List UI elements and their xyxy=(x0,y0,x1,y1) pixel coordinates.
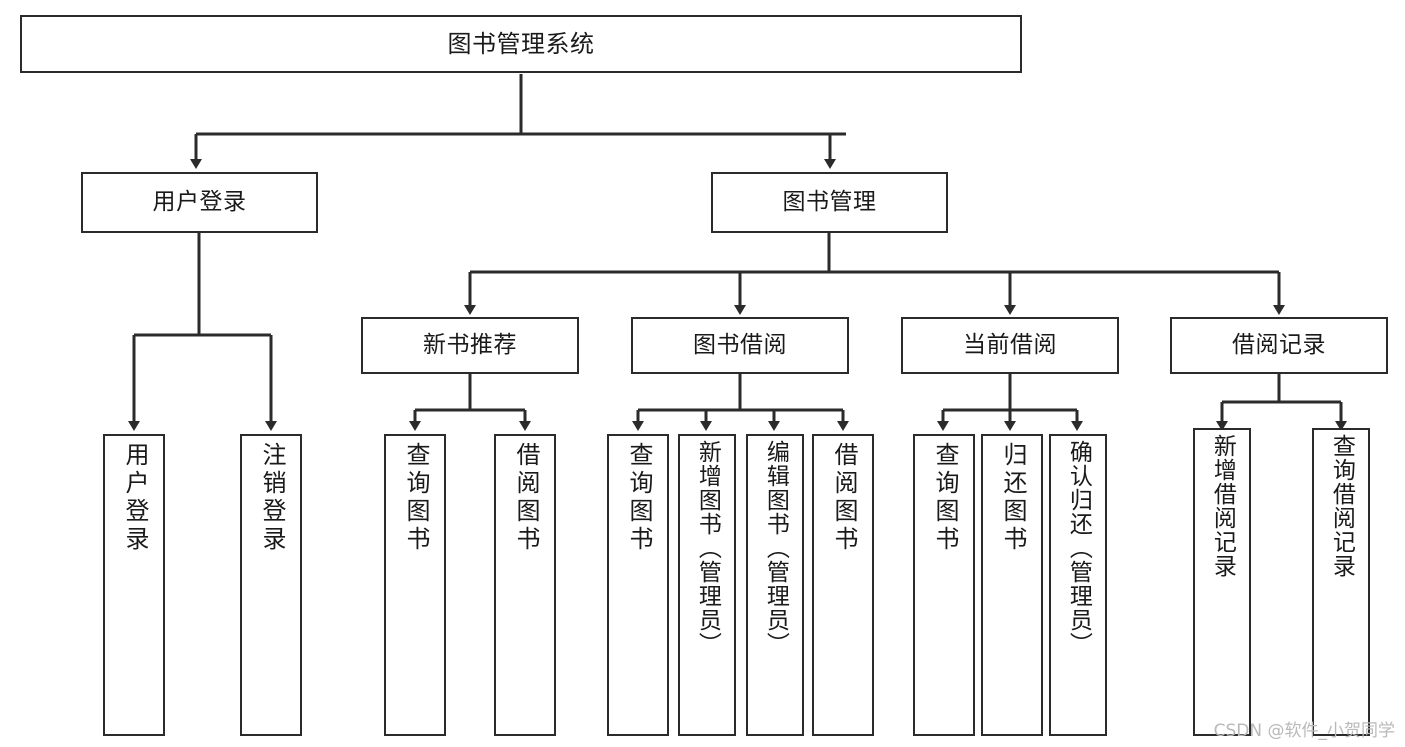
node-current-borrow-label: 当前借阅 xyxy=(963,332,1057,358)
watermark-text: CSDN @软件_小贺同学 xyxy=(1213,721,1395,741)
node-leaf-query-book-2[interactable]: 查询图书 xyxy=(607,434,669,736)
node-book-borrow-label: 图书借阅 xyxy=(693,332,787,358)
node-leaf-return-book[interactable]: 归还图书 xyxy=(981,434,1043,736)
node-leaf-add-record[interactable]: 新增借阅记录 xyxy=(1193,428,1251,736)
node-leaf-query-book-1-label: 查询图书 xyxy=(401,442,430,554)
node-leaf-query-book-3[interactable]: 查询图书 xyxy=(913,434,975,736)
node-leaf-logout[interactable]: 注销登录 xyxy=(240,434,302,736)
node-user-login-label: 用户登录 xyxy=(152,189,247,215)
node-leaf-query-record-label: 查询借阅记录 xyxy=(1328,434,1355,578)
node-root-system-label: 图书管理系统 xyxy=(447,30,595,58)
node-book-management-label: 图书管理 xyxy=(782,189,877,215)
node-leaf-confirm-return-label: 确认归还（管理员） xyxy=(1065,440,1092,656)
node-root-system[interactable]: 图书管理系统 xyxy=(20,15,1022,73)
node-leaf-add-record-label: 新增借阅记录 xyxy=(1209,434,1236,578)
node-leaf-user-login-label: 用户登录 xyxy=(120,442,149,554)
node-leaf-borrow-book-2-label: 借阅图书 xyxy=(829,442,858,554)
node-borrow-record-label: 借阅记录 xyxy=(1232,332,1326,358)
node-new-book-recommend-label: 新书推荐 xyxy=(423,332,517,358)
node-borrow-record[interactable]: 借阅记录 xyxy=(1170,317,1388,374)
node-leaf-query-book-2-label: 查询图书 xyxy=(624,442,653,554)
node-leaf-borrow-book-2[interactable]: 借阅图书 xyxy=(812,434,874,736)
node-leaf-edit-book[interactable]: 编辑图书（管理员） xyxy=(746,434,804,736)
node-leaf-confirm-return[interactable]: 确认归还（管理员） xyxy=(1049,434,1107,736)
node-book-management[interactable]: 图书管理 xyxy=(711,172,948,233)
node-user-login[interactable]: 用户登录 xyxy=(81,172,318,233)
node-book-borrow[interactable]: 图书借阅 xyxy=(631,317,849,374)
node-leaf-return-book-label: 归还图书 xyxy=(998,442,1027,554)
node-leaf-user-login[interactable]: 用户登录 xyxy=(103,434,165,736)
node-leaf-logout-label: 注销登录 xyxy=(257,442,286,554)
node-leaf-query-record[interactable]: 查询借阅记录 xyxy=(1312,428,1370,736)
node-leaf-query-book-1[interactable]: 查询图书 xyxy=(384,434,446,736)
node-new-book-recommend[interactable]: 新书推荐 xyxy=(361,317,579,374)
node-leaf-add-book-label: 新增图书（管理员） xyxy=(694,440,721,656)
node-leaf-query-book-3-label: 查询图书 xyxy=(930,442,959,554)
node-leaf-edit-book-label: 编辑图书（管理员） xyxy=(762,440,789,656)
node-current-borrow[interactable]: 当前借阅 xyxy=(901,317,1119,374)
node-leaf-borrow-book-1-label: 借阅图书 xyxy=(511,442,540,554)
node-leaf-add-book[interactable]: 新增图书（管理员） xyxy=(678,434,736,736)
node-leaf-borrow-book-1[interactable]: 借阅图书 xyxy=(494,434,556,736)
